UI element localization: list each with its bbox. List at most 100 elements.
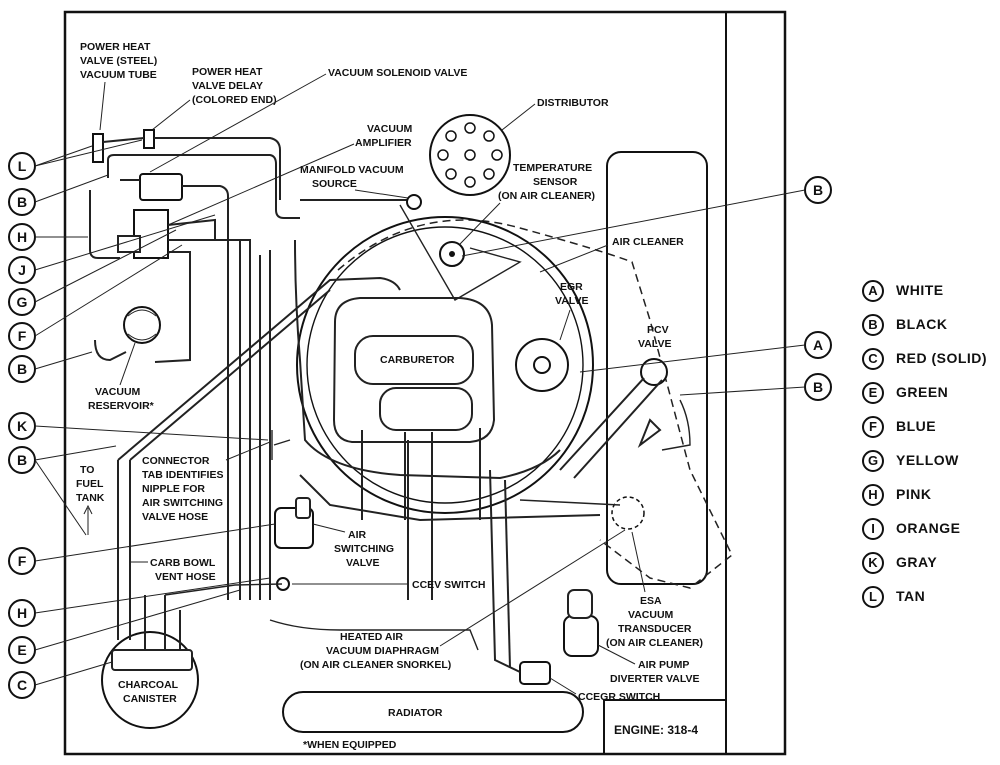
legend-color: TAN [896, 588, 926, 604]
temperature-sensor-label-2: SENSOR [533, 176, 578, 188]
vacuum-reservoir-label-1: VACUUM [95, 386, 141, 398]
power-heat-valve-tube [92, 133, 104, 163]
legend-color: YELLOW [896, 452, 959, 468]
legend-letter: C [862, 348, 884, 370]
legend-letter: K [862, 552, 884, 574]
svg-text:A: A [813, 337, 823, 353]
callout-B-right-1: B [804, 176, 832, 204]
callout-A: A [804, 331, 832, 359]
legend-letter: B [862, 314, 884, 336]
connector-tab-label-2: TAB IDENTIFIES [142, 469, 223, 481]
carburetor-label: CARBURETOR [380, 354, 455, 366]
canister-label-1: CHARCOAL [118, 679, 179, 691]
legend-letter: F [862, 416, 884, 438]
connector-tab-label-3: NIPPLE FOR [142, 483, 205, 495]
svg-text:G: G [17, 294, 28, 310]
legend-row: B BLACK [862, 312, 992, 346]
callout-G: G [8, 288, 36, 316]
esa-label-4: (ON AIR CLEANER) [606, 637, 703, 649]
svg-text:F: F [18, 553, 27, 569]
egr-valve-label-2: VALVE [555, 295, 588, 307]
callout-H-2: H [8, 599, 36, 627]
legend-color: GREEN [896, 384, 949, 400]
vacuum-solenoid-valve [139, 173, 183, 201]
legend-letter: H [862, 484, 884, 506]
connector-tab-label-4: AIR SWITCHING [142, 497, 223, 509]
callout-K: K [8, 412, 36, 440]
air-pump-label-1: AIR PUMP [638, 659, 689, 671]
connector-tab-label-5: VALVE HOSE [142, 511, 208, 523]
legend-letter: A [862, 280, 884, 302]
air-cleaner-body [296, 216, 594, 514]
connector-tab-label-1: CONNECTOR [142, 455, 210, 467]
power-heat-delay-label-3: (COLORED END) [192, 94, 277, 106]
heated-air-label-3: (ON AIR CLEANER SNORKEL) [300, 659, 451, 671]
svg-text:F: F [18, 328, 27, 344]
air-cleaner-side-box [606, 151, 708, 585]
svg-text:B: B [17, 194, 27, 210]
legend-row: I ORANGE [862, 516, 992, 550]
svg-text:B: B [813, 379, 823, 395]
air-pump-label-2: DIVERTER VALVE [610, 673, 699, 685]
legend-color: GRAY [896, 554, 938, 570]
ccegr-switch-label: CCEGR SWITCH [578, 691, 660, 703]
callout-E: E [8, 636, 36, 664]
ccegr-switch [519, 661, 551, 685]
distributor-label: DISTRIBUTOR [537, 97, 609, 109]
svg-text:J: J [18, 262, 26, 278]
callout-B-3: B [8, 446, 36, 474]
callout-B-2: B [8, 355, 36, 383]
air-switching-label-1: AIR [348, 529, 367, 541]
temperature-sensor-label-3: (ON AIR CLEANER) [498, 190, 595, 202]
temperature-sensor-label-1: TEMPERATURE [513, 162, 592, 174]
power-heat-tube-label-3: VACUUM TUBE [80, 69, 157, 81]
vacuum-solenoid-label: VACUUM SOLENOID VALVE [328, 67, 467, 79]
manifold-vacuum-label-1: MANIFOLD VACUUM [300, 164, 404, 176]
legend-letter: L [862, 586, 884, 608]
callout-F-1: F [8, 322, 36, 350]
when-equipped-note: *WHEN EQUIPPED [303, 739, 397, 751]
legend-color: ORANGE [896, 520, 961, 536]
svg-text:C: C [17, 677, 27, 693]
power-heat-tube-label-2: VALVE (STEEL) [80, 55, 157, 67]
legend-letter: I [862, 518, 884, 540]
legend-color: RED (SOLID) [896, 350, 988, 366]
svg-text:H: H [17, 605, 27, 621]
diagram-frame [63, 10, 787, 756]
callout-B-right-2: B [804, 373, 832, 401]
pcv-valve-label-2: VALVE [638, 338, 671, 350]
distributor-terminals [437, 122, 503, 188]
radiator [282, 691, 584, 733]
manifold-vacuum-label-2: SOURCE [312, 178, 357, 190]
power-heat-delay-label-2: VALVE DELAY [192, 80, 263, 92]
legend-row: L TAN [862, 584, 992, 618]
engine-label: ENGINE: 318-4 [614, 723, 698, 737]
esa-label-3: TRANSDUCER [618, 623, 692, 635]
legend-row: K GRAY [862, 550, 992, 584]
carb-bowl-label-1: CARB BOWL [150, 557, 216, 569]
callout-C: C [8, 671, 36, 699]
svg-text:B: B [17, 361, 27, 377]
esa-label-1: ESA [640, 595, 662, 607]
legend-row: H PINK [862, 482, 992, 516]
esa-transducer [611, 496, 645, 530]
power-heat-valve-delay [143, 129, 155, 149]
legend-color: PINK [896, 486, 932, 502]
svg-text:E: E [17, 642, 26, 658]
svg-text:B: B [813, 182, 823, 198]
legend-color: BLACK [896, 316, 948, 332]
pcv-valve-label-1: PCV [647, 324, 669, 336]
air-switching-label-3: VALVE [346, 557, 379, 569]
fuel-tank-label-3: TANK [76, 492, 105, 504]
air-pump-diverter-valve [563, 615, 599, 657]
esa-label-2: VACUUM [628, 609, 674, 621]
air-switching-label-2: SWITCHING [334, 543, 394, 555]
carb-bowl-label-2: VENT HOSE [155, 571, 216, 583]
svg-text:B: B [17, 452, 27, 468]
